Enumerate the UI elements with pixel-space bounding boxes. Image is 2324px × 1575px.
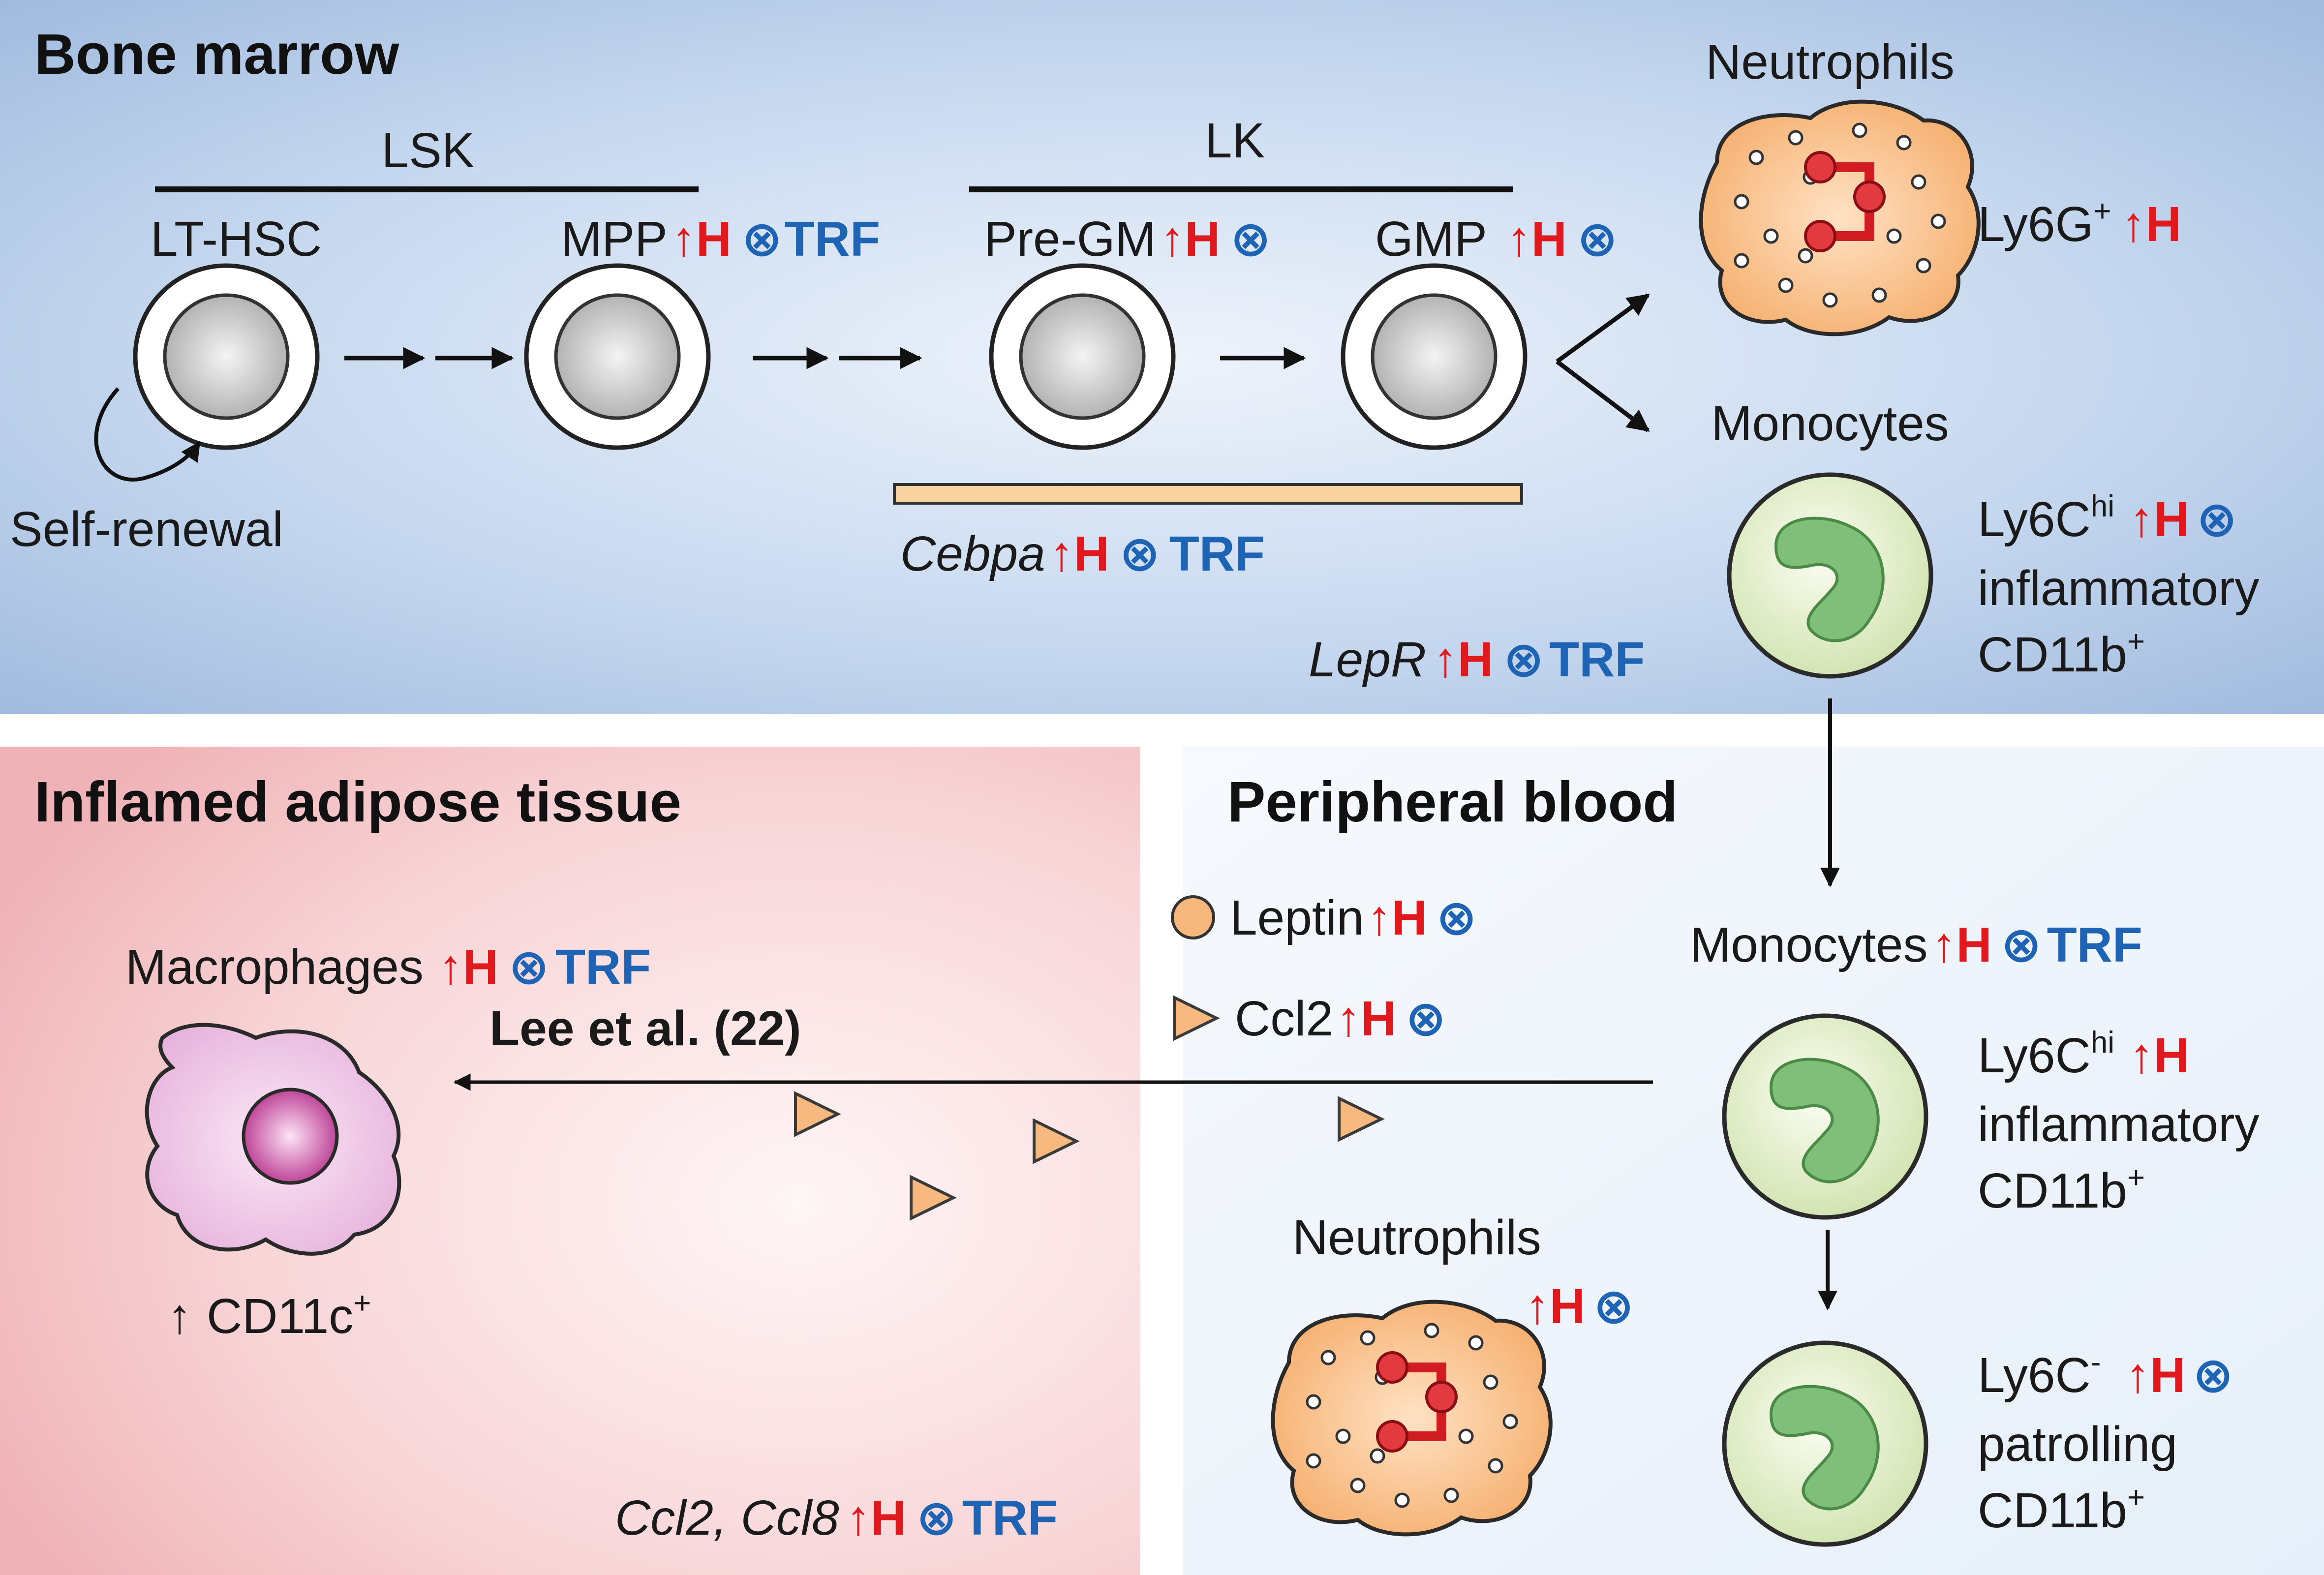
leptin-legend-circle — [1171, 895, 1215, 939]
blood-cd11b-neg-label: CD11b+ — [1978, 1481, 2145, 1538]
blood-ly6c-hi-label: Ly6Chi↑H — [1978, 1026, 2189, 1083]
ccl2-label: Ccl2↑H⊗ — [1235, 991, 1446, 1046]
self-renewal-label: Self-renewal — [10, 502, 283, 557]
leptin-label: Leptin↑H⊗ — [1230, 890, 1477, 945]
macrophage-cell — [145, 1023, 401, 1256]
lk-label: LK — [1205, 113, 1265, 168]
blood-title: Peripheral blood — [1227, 770, 1678, 834]
cd11c-label: ↑CD11c+ — [167, 1286, 371, 1344]
ly6g-label: Ly6G+↑H — [1978, 194, 2181, 252]
blood-inflammatory-label: inflammatory — [1978, 1097, 2259, 1152]
bone-marrow-title: Bone marrow — [34, 22, 399, 86]
macrophages-label: Macrophages↑H⊗TRF — [125, 939, 651, 995]
bm-monocyte-cell — [1729, 475, 1931, 676]
adipose-genes-label: Ccl2, Ccl8↑H⊗TRF — [615, 1490, 1058, 1545]
lepr-label: LepR↑H⊗TRF — [1309, 632, 1645, 687]
cebpa-bar — [893, 483, 1523, 505]
bm-cd11b-label: CD11b+ — [1978, 625, 2145, 682]
bm-ly6c-hi-label: Ly6Chi↑H⊗ — [1978, 489, 2237, 547]
lt-hsc-cell — [135, 266, 317, 448]
bm-neutrophils-label: Neutrophils — [1706, 34, 1955, 90]
lsk-label: LSK — [381, 123, 474, 178]
lt-hsc-label: LT-HSC — [151, 212, 322, 267]
mpp-label: MPP↑H⊗TRF — [561, 212, 880, 267]
blood-monocytes-label: Monocytes↑H⊗TRF — [1690, 917, 2142, 972]
blood-ly6c-hi-monocyte — [1724, 1016, 1926, 1217]
bm-monocytes-label: Monocytes — [1711, 396, 1949, 451]
gmp-label: GMP↑H⊗ — [1375, 212, 1618, 267]
citation-label: Lee et al. (22) — [489, 1001, 801, 1056]
bm-neutrophil-cell — [1701, 102, 1979, 334]
pre-gm-cell — [991, 266, 1173, 448]
progression-arrows — [344, 293, 1650, 432]
blood-neutrophils-markers: ↑H⊗ — [1525, 1279, 1634, 1334]
blood-ly6c-neg-label: Ly6C-↑H⊗ — [1978, 1345, 2233, 1403]
blood-patrolling-label: patrolling — [1978, 1417, 2177, 1472]
bm-inflammatory-label: inflammatory — [1978, 561, 2259, 616]
self-renewal-arrow — [94, 387, 201, 482]
blood-ly6c-neg-monocyte — [1724, 1343, 1926, 1545]
adipose-title: Inflamed adipose tissue — [34, 770, 681, 834]
blood-neutrophil-cell — [1273, 1302, 1551, 1535]
mpp-cell — [526, 266, 708, 448]
pre-gm-label: Pre-GM↑H⊗ — [984, 212, 1271, 267]
blood-neutrophils-label: Neutrophils — [1292, 1210, 1541, 1265]
gmp-cell — [1343, 266, 1525, 448]
cebpa-label: Cebpa↑H⊗TRF — [900, 526, 1265, 581]
blood-cd11b-hi-label: CD11b+ — [1978, 1161, 2145, 1218]
